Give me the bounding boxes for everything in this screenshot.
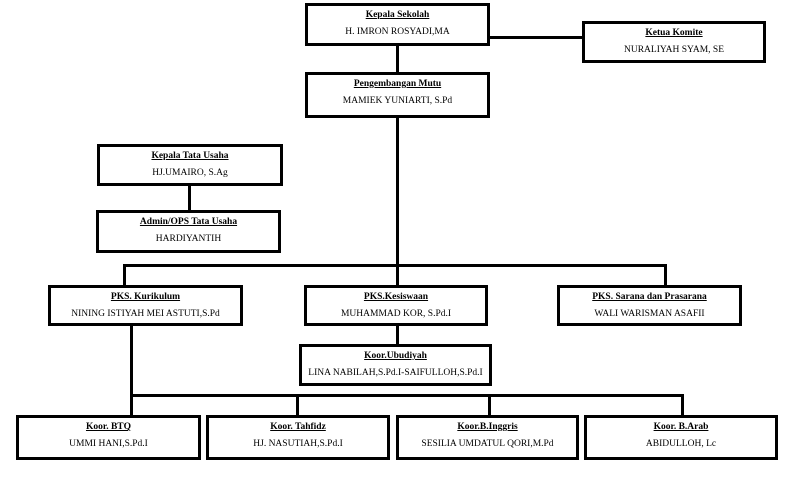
connector-inggris-drop xyxy=(488,394,491,415)
box-pks-kurikulum: PKS. Kurikulum NINING ISTIYAH MEI ASTUTI… xyxy=(48,285,243,326)
connector-pks-horizontal xyxy=(123,264,667,267)
box-person: NINING ISTIYAH MEI ASTUTI,S.Pd xyxy=(71,309,220,319)
connector-pks-sarana-drop xyxy=(664,264,667,285)
box-ketua-komite: Ketua Komite NURALIYAH SYAM, SE xyxy=(582,21,766,63)
connector-head-committee xyxy=(489,36,584,39)
box-title: Admin/OPS Tata Usaha xyxy=(139,217,238,227)
box-title: Koor.Ubudiyah xyxy=(364,351,427,361)
box-person: H. IMRON ROSYADI,MA xyxy=(345,27,450,37)
connector-btq-drop xyxy=(130,394,133,415)
box-person: HJ.UMAIRO, S.Ag xyxy=(152,168,228,178)
connector-pks-kesiswaan-drop xyxy=(396,264,399,285)
box-koor-tahfidz: Koor. Tahfidz HJ. NASUTIAH,S.Pd.I xyxy=(206,415,390,460)
box-pengembangan-mutu: Pengembangan Mutu MAMIEK YUNIARTI, S.Pd xyxy=(305,72,490,118)
box-title: PKS.Kesiswaan xyxy=(363,292,429,302)
box-person: ABIDULLOH, Lc xyxy=(645,439,717,449)
box-title: Kepala Sekolah xyxy=(365,10,430,20)
connector-admin-staff xyxy=(188,186,191,210)
box-koor-inggris: Koor.B.Inggris SESILIA UMDATUL QORI,M.Pd xyxy=(396,415,579,460)
connector-tahfidz-drop xyxy=(296,394,299,415)
box-title: PKS. Kurikulum xyxy=(110,292,181,302)
connector-kesiswaan-ubudiyah xyxy=(396,326,399,344)
box-title: Koor.B.Inggris xyxy=(457,422,518,432)
box-title: Kepala Tata Usaha xyxy=(151,151,229,161)
box-person: SESILIA UMDATUL QORI,M.Pd xyxy=(421,439,554,449)
box-person: WALI WARISMAN ASAFII xyxy=(594,309,705,319)
connector-quality-down xyxy=(396,118,399,265)
connector-koor-horizontal xyxy=(130,394,684,397)
box-title: Ketua Komite xyxy=(645,28,703,38)
box-kepala-tata-usaha: Kepala Tata Usaha HJ.UMAIRO, S.Ag xyxy=(97,144,283,186)
box-koor-arab: Koor. B.Arab ABIDULLOH, Lc xyxy=(584,415,778,460)
box-person: MUHAMMAD KOR, S.Pd.I xyxy=(340,309,452,319)
box-person: HARDIYANTIH xyxy=(155,234,222,244)
box-title: Koor. B.Arab xyxy=(653,422,709,432)
connector-arab-drop xyxy=(681,394,684,415)
box-person: LINA NABILAH,S.Pd.I-SAIFULLOH,S.Pd.I xyxy=(308,368,483,378)
box-kepala-sekolah: Kepala Sekolah H. IMRON ROSYADI,MA xyxy=(305,3,490,46)
box-title: PKS. Sarana dan Prasarana xyxy=(592,292,707,302)
box-koor-btq: Koor. BTQ UMMI HANI,S.Pd.I xyxy=(16,415,201,460)
box-person: MAMIEK YUNIARTI, S.Pd xyxy=(342,96,453,106)
box-person: NURALIYAH SYAM, SE xyxy=(623,45,725,55)
box-pks-sarana: PKS. Sarana dan Prasarana WALI WARISMAN … xyxy=(557,285,742,326)
box-koor-ubudiyah: Koor.Ubudiyah LINA NABILAH,S.Pd.I-SAIFUL… xyxy=(299,344,492,386)
box-title: Koor. BTQ xyxy=(85,422,132,432)
box-title: Koor. Tahfidz xyxy=(270,422,326,432)
box-person: UMMI HANI,S.Pd.I xyxy=(69,439,148,449)
box-person: HJ. NASUTIAH,S.Pd.I xyxy=(253,439,343,449)
box-pks-kesiswaan: PKS.Kesiswaan MUHAMMAD KOR, S.Pd.I xyxy=(304,285,488,326)
box-admin-tata-usaha: Admin/OPS Tata Usaha HARDIYANTIH xyxy=(96,210,281,253)
connector-pks-kurikulum-drop xyxy=(123,264,126,285)
box-title: Pengembangan Mutu xyxy=(353,79,442,89)
connector-kurikulum-down xyxy=(130,326,133,397)
connector-head-quality xyxy=(396,46,399,72)
